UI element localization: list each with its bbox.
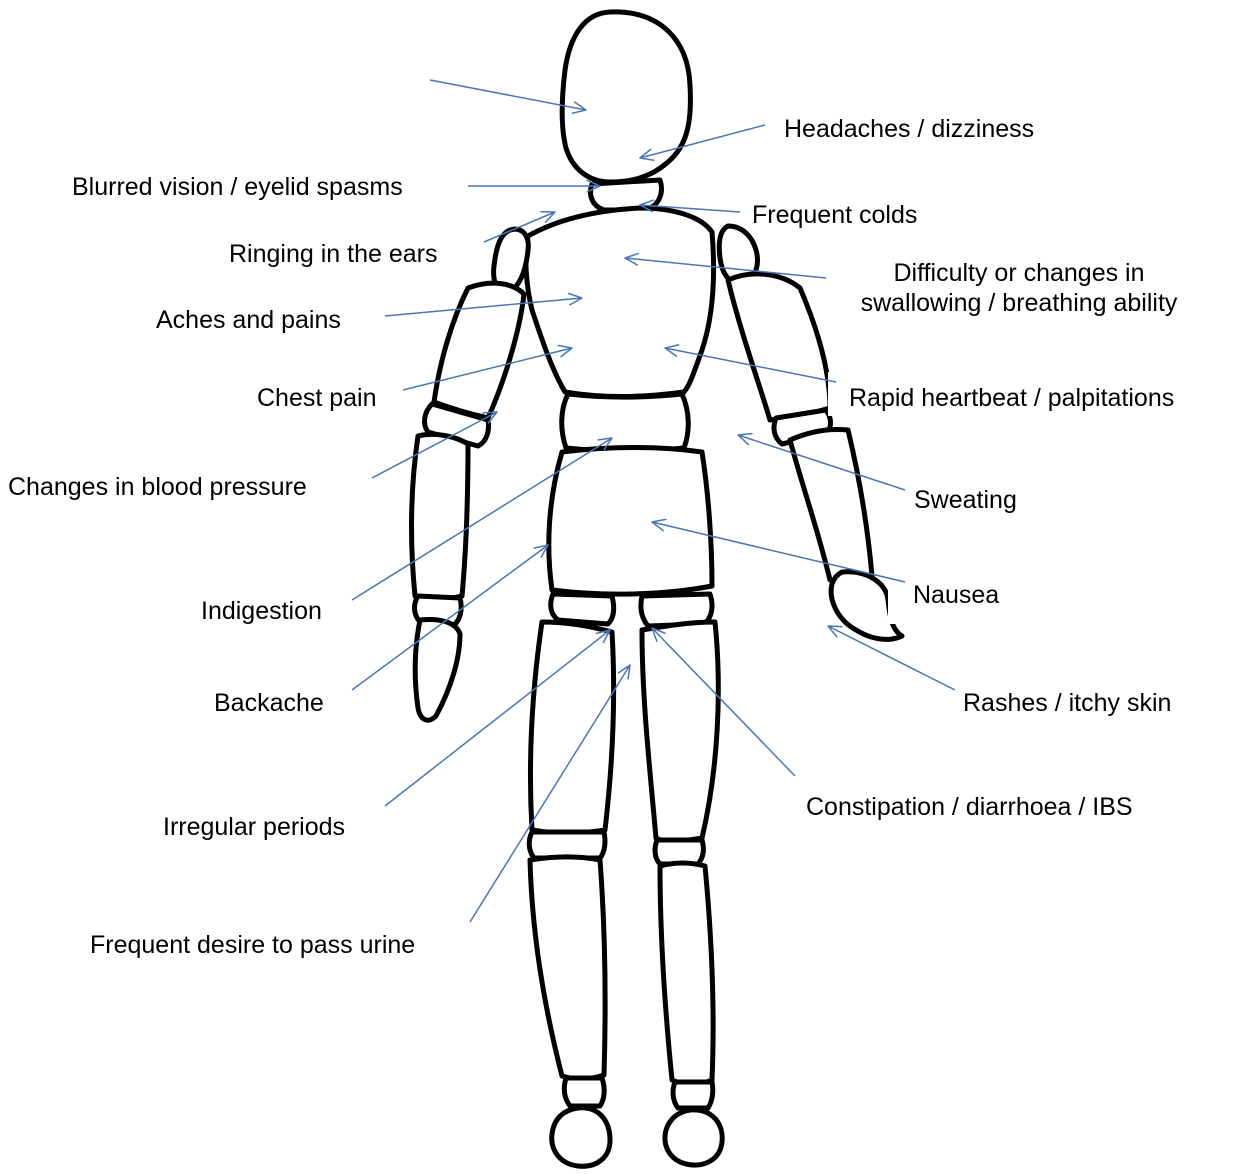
knee-left: [529, 832, 605, 858]
knee-right: [655, 840, 703, 864]
upper-arm-left: [434, 283, 524, 418]
label-ringing-ears: Ringing in the ears: [229, 239, 437, 269]
shin-left: [530, 857, 605, 1079]
ankle-left: [564, 1078, 604, 1106]
label-frequent-colds: Frequent colds: [752, 200, 917, 230]
label-swallowing-line1: Difficulty or changes in: [834, 258, 1204, 288]
label-irregular-periods: Irregular periods: [163, 812, 345, 842]
label-blurred-vision: Blurred vision / eyelid spasms: [72, 172, 403, 202]
arrow-blurred-vision: [468, 180, 600, 191]
thigh-left: [530, 622, 613, 833]
label-headaches: Headaches / dizziness: [784, 114, 1034, 144]
label-rashes: Rashes / itchy skin: [963, 688, 1171, 718]
label-nausea: Nausea: [913, 580, 999, 610]
label-frequent-urine: Frequent desire to pass urine: [90, 930, 415, 960]
foot-right: [665, 1110, 722, 1165]
hand-left: [415, 620, 460, 721]
pelvis: [549, 448, 712, 595]
head: [562, 12, 690, 182]
label-rapid-heartbeat: Rapid heartbeat / palpitations: [849, 383, 1174, 413]
forearm-left: [412, 434, 468, 599]
label-sweating: Sweating: [914, 485, 1017, 515]
label-aches: Aches and pains: [156, 305, 341, 335]
ankle-right: [673, 1082, 713, 1108]
upper-arm-right: [728, 274, 830, 420]
label-swallowing-line2: swallowing / breathing ability: [834, 288, 1204, 318]
label-chest-pain: Chest pain: [257, 383, 377, 413]
label-constipation: Constipation / diarrhoea / IBS: [806, 792, 1133, 822]
hip-joint-left: [551, 594, 614, 624]
label-backache: Backache: [214, 688, 324, 718]
label-indigestion: Indigestion: [201, 596, 322, 626]
label-swallowing: Difficulty or changes in swallowing / br…: [834, 258, 1204, 318]
shin-right: [660, 863, 713, 1085]
foot-left: [552, 1108, 610, 1166]
torso-upper: [526, 208, 714, 397]
waist: [562, 394, 689, 451]
label-blood-pressure: Changes in blood pressure: [8, 472, 307, 502]
thigh-right: [642, 622, 718, 841]
forearm-right: [790, 429, 872, 582]
